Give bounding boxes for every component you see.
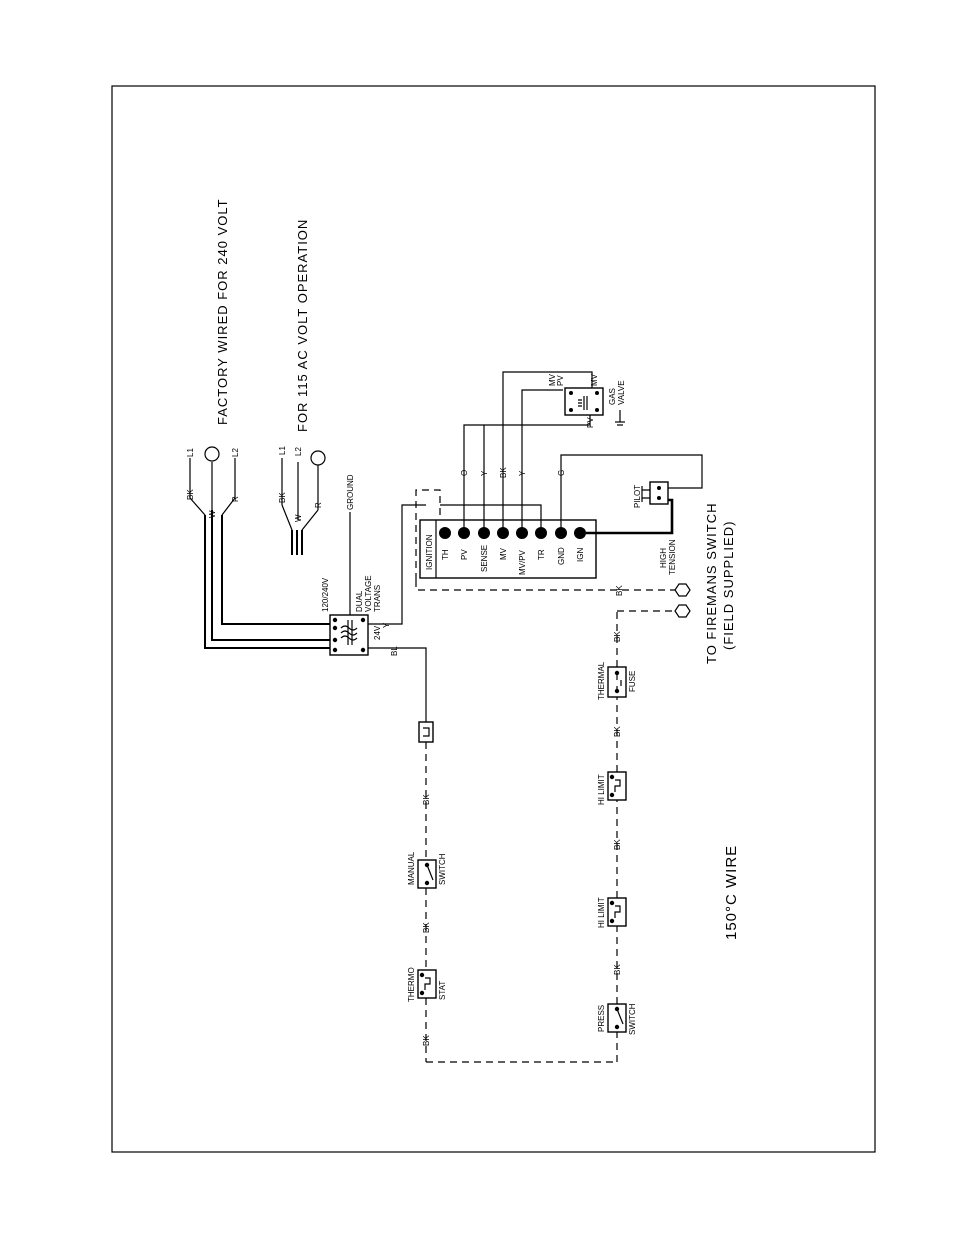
terminal-mv [497,527,509,539]
svg-text:O: O [460,470,469,476]
terminal-th [439,527,451,539]
svg-text:SWITCH: SWITCH [628,1003,637,1035]
firemans-terminal-1 [674,583,691,597]
terminal-gnd [555,527,567,539]
svg-text:Y: Y [480,470,489,476]
note-firemans-1: TO FIREMANS SWITCH [704,503,719,664]
firemans-terminal-2 [674,604,691,618]
svg-text:PRESS: PRESS [597,1005,606,1032]
manual-switch: MANUAL SWITCH [407,851,447,889]
svg-text:IGN: IGN [576,548,585,562]
svg-text:HI LIMIT: HI LIMIT [597,897,606,928]
page-frame [111,85,876,1153]
svg-text:MV: MV [590,373,599,386]
note-wire-rating: 150°C WIRE [723,845,740,940]
svg-text:MV: MV [548,373,557,386]
svg-text:TENSION: TENSION [668,539,677,575]
svg-text:Y: Y [518,470,527,476]
svg-text:THERMAL: THERMAL [597,661,606,700]
supply-240-leads: L1 L2 BK W R [186,446,240,518]
svg-text:BK: BK [422,922,431,933]
terminal-tr [535,527,547,539]
gas-valve: MV PV MV PV GAS VALVE [548,373,626,428]
svg-text:BK: BK [613,964,622,975]
hi-limit-switch-1: HI LIMIT [597,897,627,928]
svg-text:BK: BK [278,492,287,503]
wire-label-bl: BL [390,646,399,656]
svg-text:BK: BK [613,631,622,642]
svg-text:PV: PV [460,549,469,560]
note-factory-wired: FACTORY WIRED FOR 240 VOLT [215,198,230,425]
terminal-sense [478,527,490,539]
svg-text:BK: BK [422,794,431,805]
svg-text:L1: L1 [278,446,287,455]
svg-text:TRANS: TRANS [373,585,382,612]
svg-text:MANUAL: MANUAL [407,851,416,885]
thermal-fuse: THERMAL FUSE [597,661,637,700]
note-115-volt: FOR 115 AC VOLT OPERATION [295,219,310,432]
svg-text:SENSE: SENSE [480,545,489,572]
svg-text:R: R [231,496,240,502]
svg-text:BK: BK [422,1035,431,1046]
svg-text:MV: MV [499,547,508,560]
svg-text:L2: L2 [231,448,240,457]
hi-limit-switch-2: HI LIMIT [597,771,627,805]
svg-text:BK: BK [613,726,622,737]
terminal-pv [458,527,470,539]
svg-text:PILOT: PILOT [633,485,642,508]
thermostat: THERMO STAT [407,967,447,1002]
svg-text:BK: BK [499,467,508,478]
pressure-switch: PRESS SWITCH [597,1003,637,1035]
svg-text:FUSE: FUSE [628,671,637,692]
terminal-115-r [310,450,326,466]
svg-text:HI LIMIT: HI LIMIT [597,774,606,805]
safety-loop [425,610,675,1063]
supply-wires [204,510,333,649]
terminal-strip: TH PV SENSE MV MV/PV TR GND IGN [439,527,586,575]
svg-text:R: R [314,502,323,508]
ignition-label: IGNITION [425,534,434,570]
svg-text:BK: BK [613,839,622,850]
svg-text:24V: 24V [373,625,382,640]
svg-text:W: W [294,514,303,522]
svg-text:G: G [557,470,566,476]
svg-text:Y: Y [382,622,391,628]
svg-text:GAS: GAS [608,388,617,405]
dual-voltage-transformer: 120/240V DUAL VOLTAGE TRANS 24V Y [321,575,391,656]
ground-label: GROUND [346,474,355,510]
svg-text:VALVE: VALVE [617,380,626,405]
terminal-ign [574,527,586,539]
svg-text:MV/PV: MV/PV [518,549,527,575]
svg-text:TR: TR [537,549,546,560]
svg-text:BK: BK [615,585,624,596]
svg-text:THERMO: THERMO [407,967,416,1002]
svg-text:STAT: STAT [438,981,447,1000]
supply-115-leads: L1 L2 BK W R [278,446,326,555]
svg-text:PV: PV [586,417,595,428]
svg-text:SWITCH: SWITCH [438,853,447,885]
module-wires: O Y BK Y G [440,371,703,527]
note-firemans-2: (FIELD SUPPLIED) [721,521,736,650]
svg-text:GND: GND [557,547,566,565]
svg-text:DUAL: DUAL [355,590,364,612]
terminal-240-w [204,446,220,462]
svg-text:BK: BK [186,489,195,500]
svg-text:120/240V: 120/240V [321,577,330,612]
svg-text:TH: TH [441,549,450,560]
pilot-assembly: PILOT [633,481,669,508]
svg-text:VOLTAGE: VOLTAGE [364,575,373,612]
svg-text:L2: L2 [294,447,303,456]
svg-text:L1: L1 [186,448,195,457]
terminal-mvpv [516,527,528,539]
svg-text:HIGH: HIGH [659,548,668,568]
svg-text:PV: PV [556,375,565,386]
plug-connector [418,721,434,743]
